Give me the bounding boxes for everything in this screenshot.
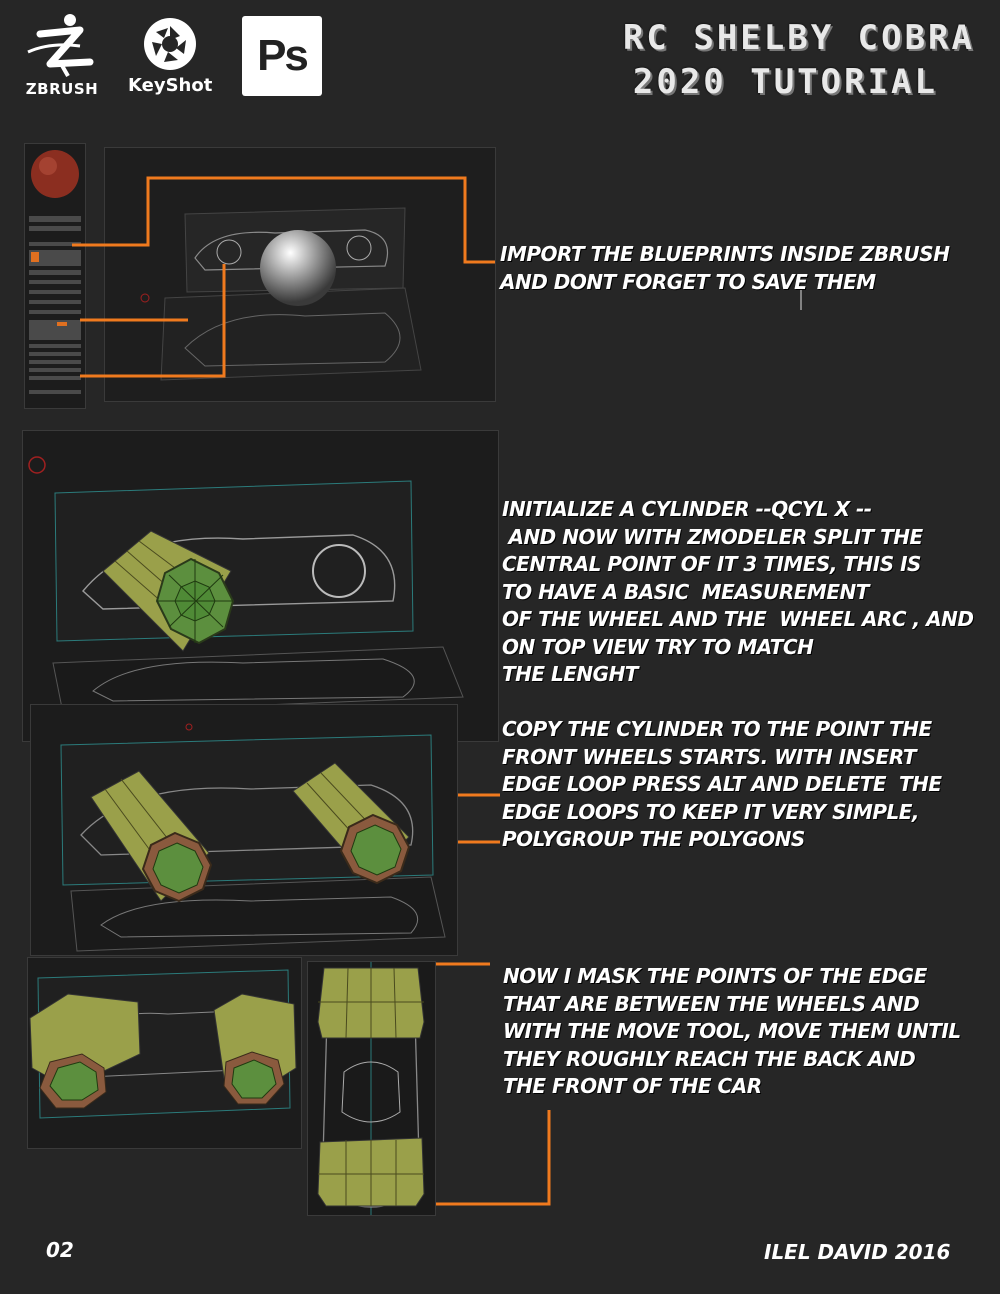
keyshot-label: KeyShot — [128, 75, 213, 96]
step-2-instruction: INITIALIZE A CYLINDER --QCYL X -- AND NO… — [502, 497, 974, 686]
zbrush-logo: ZBRUSH — [20, 12, 104, 98]
viewport-top-view — [307, 961, 436, 1216]
author-credit: ILEL DAVID 2016 — [764, 1240, 951, 1264]
page-title-line1: RC SHELBY COBRA — [622, 18, 975, 58]
viewport-copy-cylinder — [30, 704, 458, 956]
viewport-mask-points — [27, 957, 302, 1149]
photoshop-logo: Ps — [242, 16, 322, 96]
keyshot-logo: KeyShot — [128, 14, 212, 98]
callout-line-step1-a — [72, 176, 495, 264]
photoshop-label: Ps — [257, 31, 309, 80]
page-number: 02 — [46, 1238, 74, 1262]
zbrush-label: ZBRUSH — [25, 80, 99, 98]
callout-line-step4-b — [426, 1110, 551, 1206]
aperture-icon — [144, 18, 196, 70]
viewport-import-blueprints — [104, 147, 496, 402]
step-1-instruction: IMPORT THE BLUEPRINTS INSIDE ZBRUSH AND … — [500, 242, 950, 294]
viewport-initialize-cylinder — [22, 430, 499, 742]
zbrush-tool-palette — [24, 143, 86, 409]
callout-line-step1-c — [80, 264, 226, 378]
step-3-instruction: COPY THE CYLINDER TO THE POINT THE FRONT… — [502, 717, 942, 851]
step-4-instruction: NOW I MASK THE POINTS OF THE EDGE THAT A… — [503, 964, 961, 1098]
zbrush-figure-icon — [27, 14, 94, 77]
page-title-line2: 2020 TUTORIAL — [632, 62, 938, 102]
